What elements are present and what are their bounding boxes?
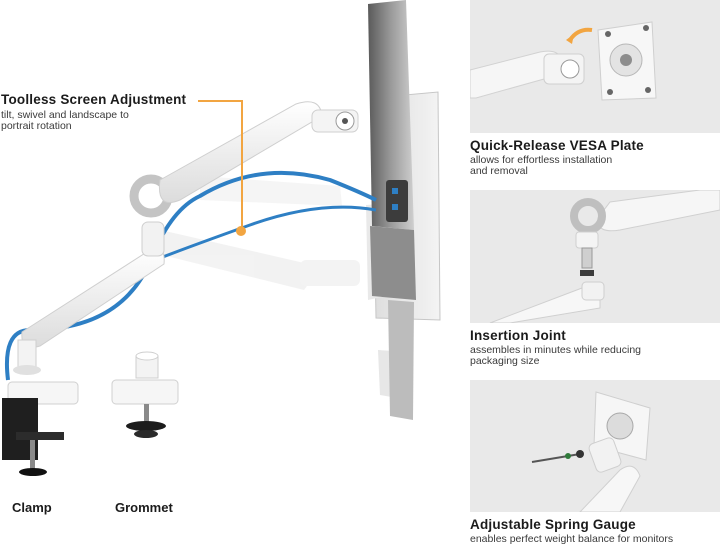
monitor-arm-illustration	[2, 0, 441, 476]
hex-key	[531, 453, 581, 463]
insertion-joint-photo	[470, 190, 720, 323]
spring-gauge-image	[531, 391, 651, 512]
callout-line-vertical	[241, 100, 243, 228]
vesa-plate-photo	[470, 0, 720, 133]
toolless-title: Toolless Screen Adjustment	[1, 92, 187, 107]
insertion-joint-image	[489, 190, 720, 323]
grommet-label: Grommet	[115, 500, 173, 515]
vesa-plate-image	[470, 21, 657, 101]
vesa-title: Quick-Release VESA Plate	[470, 138, 644, 153]
toolless-subtitle-line1: tilt, swivel and landscape to	[1, 109, 129, 121]
vesa-subtitle-line2: and removal	[470, 165, 528, 177]
callout-dot	[236, 226, 246, 236]
callout-line-horizontal	[198, 100, 242, 102]
insertion-subtitle-line2: packaging size	[470, 355, 540, 367]
vesa-plate	[597, 21, 657, 101]
spring-subtitle-line1: enables perfect weight balance for monit…	[470, 533, 674, 545]
arm-ghost-position	[150, 176, 360, 290]
spring-title: Adjustable Spring Gauge	[470, 517, 636, 532]
primary-monitor	[368, 0, 416, 420]
elbow-joint	[141, 221, 165, 257]
insertion-title: Insertion Joint	[470, 328, 567, 343]
clamp-label: Clamp	[12, 500, 52, 515]
insertion-subtitle-line1: assembles in minutes while reducing	[470, 344, 641, 356]
lower-arm	[21, 248, 165, 348]
grommet-mount	[111, 351, 179, 438]
spring-gauge-photo	[470, 380, 720, 512]
toolless-subtitle-line2: portrait rotation	[1, 120, 72, 132]
vesa-subtitle-line1: allows for effortless installation	[470, 154, 613, 166]
clamp-mount	[2, 339, 79, 476]
